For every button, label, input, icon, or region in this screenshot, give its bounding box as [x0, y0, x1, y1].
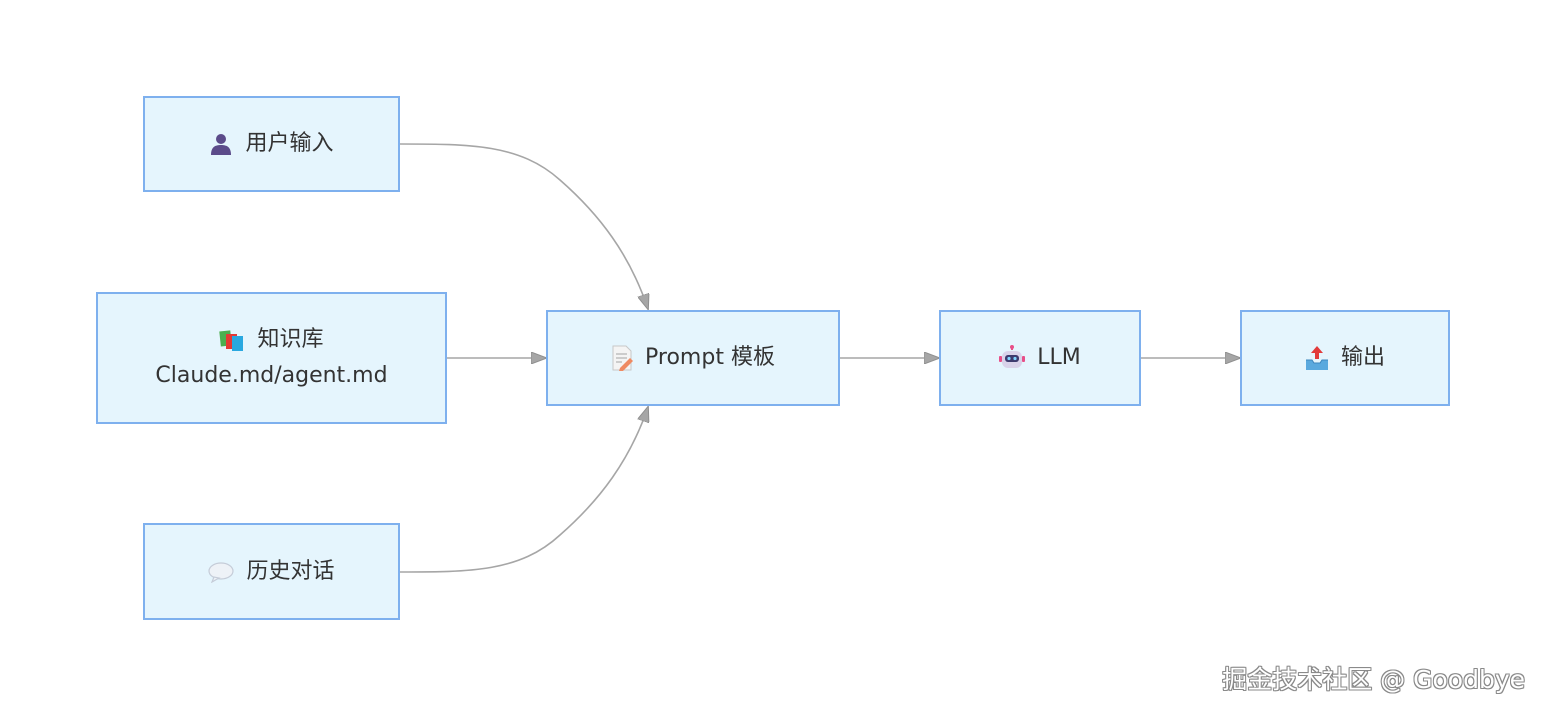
- node-history-label: 历史对话: [246, 558, 335, 584]
- robot-icon: [999, 345, 1026, 368]
- node-user-input-label: 用户输入: [245, 131, 334, 156]
- node-output-label: 输出: [1340, 345, 1385, 370]
- outbox-tray-icon: [1305, 346, 1328, 370]
- node-llm-label: LLM: [1037, 345, 1081, 370]
- node-knowledge-base-sublabel: Claude.md/agent.md: [155, 363, 388, 388]
- node-llm: LLM: [939, 310, 1141, 406]
- node-user-input: 用户输入: [143, 96, 400, 192]
- node-knowledge-base-label: 知识库: [257, 327, 324, 352]
- speech-bubble-icon: [208, 561, 235, 583]
- node-output: 输出: [1240, 310, 1450, 406]
- node-knowledge-base: 知识库 Claude.md/agent.md: [96, 292, 447, 424]
- person-silhouette-icon: [211, 134, 232, 155]
- memo-pencil-icon: [612, 345, 634, 371]
- edge-user-input-to-prompt: [399, 143, 648, 309]
- books-icon: [219, 330, 244, 351]
- node-prompt-template-label: Prompt 模板: [645, 345, 775, 370]
- watermark: 掘金技术社区 @ Goodbye: [1222, 665, 1525, 694]
- node-history: 历史对话: [143, 523, 400, 620]
- edge-history-to-prompt: [399, 407, 648, 573]
- node-prompt-template: Prompt 模板: [546, 310, 840, 406]
